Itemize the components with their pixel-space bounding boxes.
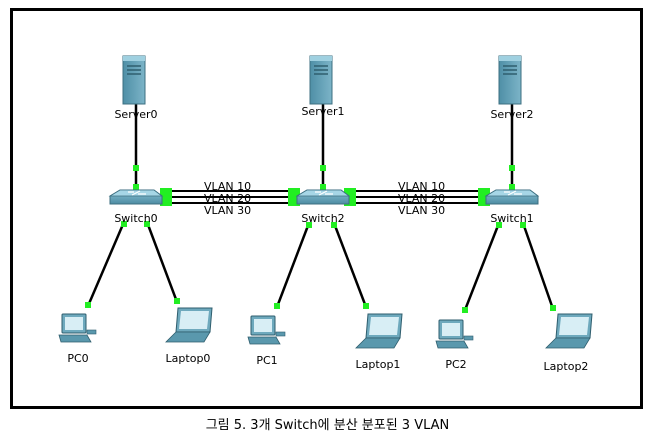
pc2-label: PC2 — [445, 358, 466, 371]
server-icon-2[interactable] — [498, 55, 522, 105]
switch2-label: Switch2 — [301, 212, 344, 225]
switch0-label: Switch0 — [114, 212, 157, 225]
server0-label: Server0 — [114, 108, 157, 121]
pc0-label: PC0 — [67, 352, 88, 365]
laptop-icon-1[interactable] — [355, 313, 403, 349]
links — [86, 104, 555, 311]
trunk-left-vlan20-label: VLAN 20 — [204, 192, 251, 205]
server2-label: Server2 — [490, 108, 533, 121]
laptop-icon-0[interactable] — [165, 307, 213, 343]
laptop0-label: Laptop0 — [166, 352, 211, 365]
laptop2-label: Laptop2 — [544, 360, 589, 373]
pc-icon-2[interactable] — [435, 319, 474, 349]
trunk-right-vlan10-label: VLAN 10 — [398, 180, 445, 193]
server1-label: Server1 — [301, 105, 344, 118]
trunk-right-vlan30-label: VLAN 30 — [398, 204, 445, 217]
server-icon-1[interactable] — [309, 55, 333, 105]
trunk-left-vlan30-label: VLAN 30 — [204, 204, 251, 217]
pc1-label: PC1 — [256, 354, 277, 367]
switch-icon-0[interactable] — [109, 189, 163, 205]
switch1-label: Switch1 — [490, 212, 533, 225]
laptop1-label: Laptop1 — [356, 358, 401, 371]
switch-icon-1[interactable] — [485, 189, 539, 205]
port-indicators — [85, 165, 556, 313]
switch-icon-2[interactable] — [296, 189, 350, 205]
server-icon-0[interactable] — [122, 55, 146, 105]
laptop-icon-2[interactable] — [545, 313, 593, 349]
pc-icon-1[interactable] — [247, 315, 286, 345]
figure-caption: 그림 5. 3개 Switch에 분산 분포된 3 VLAN — [205, 418, 450, 433]
trunk-right-vlan20-label: VLAN 20 — [398, 192, 445, 205]
pc-icon-0[interactable] — [58, 313, 97, 343]
trunk-left-vlan10-label: VLAN 10 — [204, 180, 251, 193]
